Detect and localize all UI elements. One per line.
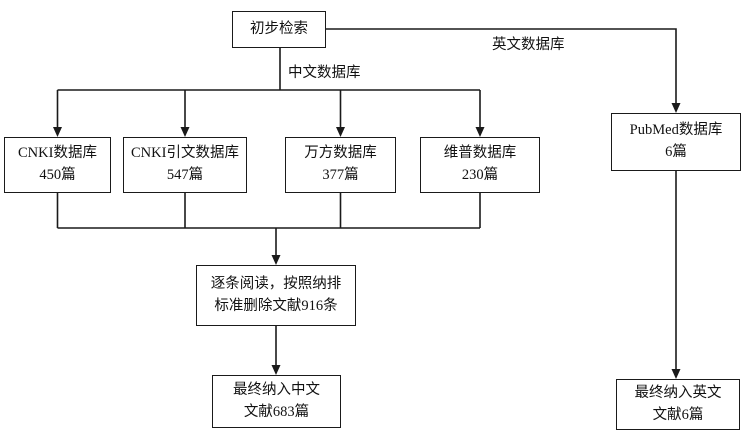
node-screening-line2: 标准删除文献916条 <box>214 297 338 314</box>
node-final-english-line2: 文献6篇 <box>652 406 704 423</box>
node-pubmed-count: 6篇 <box>665 144 687 160</box>
node-cnki-count: 450篇 <box>39 167 76 183</box>
arrowhead-icon <box>180 127 190 137</box>
arrowhead-icon <box>475 127 485 137</box>
edge-label-chinese-database: 中文数据库 <box>288 65 361 81</box>
arrowhead-icon <box>336 127 345 137</box>
node-screening-step: 逐条阅读，按照纳排 标准删除文献916条 <box>196 265 356 326</box>
node-final-english: 最终纳入英文 文献6篇 <box>616 379 740 430</box>
arrowhead-icons <box>53 103 681 379</box>
node-wanfang-name: 万方数据库 <box>304 145 377 162</box>
node-final-chinese-line2: 文献683篇 <box>243 403 310 420</box>
node-wanfang-database: 万方数据库 377篇 <box>285 137 396 193</box>
node-pubmed-database: PubMed数据库 6篇 <box>611 113 741 171</box>
node-cnki-citation-count: 547篇 <box>166 167 204 183</box>
node-pubmed-name: PubMed数据库 <box>629 122 723 139</box>
node-cnki-citation-name: CNKI引文数据库 <box>131 145 239 162</box>
node-cnki-citation-database: CNKI引文数据库 547篇 <box>123 137 247 193</box>
node-final-chinese: 最终纳入中文 文献683篇 <box>212 375 341 428</box>
arrowhead-icon <box>671 103 681 113</box>
arrowhead-icon <box>271 365 281 375</box>
node-weipu-name: 维普数据库 <box>443 145 517 162</box>
node-screening-line1: 逐条阅读，按照纳排 <box>210 275 342 292</box>
arrowhead-icon <box>671 369 681 379</box>
node-final-chinese-line1: 最终纳入中文 <box>233 381 320 398</box>
edge-label-english-database: 英文数据库 <box>492 37 565 53</box>
edge-start-to-pubmed <box>326 28 677 104</box>
node-cnki-name: CNKI数据库 <box>18 145 97 162</box>
node-cnki-database: CNKI数据库 450篇 <box>4 137 111 193</box>
arrowhead-icon <box>53 127 62 137</box>
node-wanfang-count: 377篇 <box>322 167 359 183</box>
node-initial-search-label: 初步检索 <box>250 20 308 37</box>
node-weipu-count: 230篇 <box>461 167 499 183</box>
arrowhead-icon <box>271 255 281 265</box>
node-weipu-database: 维普数据库 230篇 <box>420 137 540 193</box>
node-initial-search: 初步检索 <box>232 11 326 48</box>
node-final-english-line1: 最终纳入英文 <box>634 384 722 401</box>
